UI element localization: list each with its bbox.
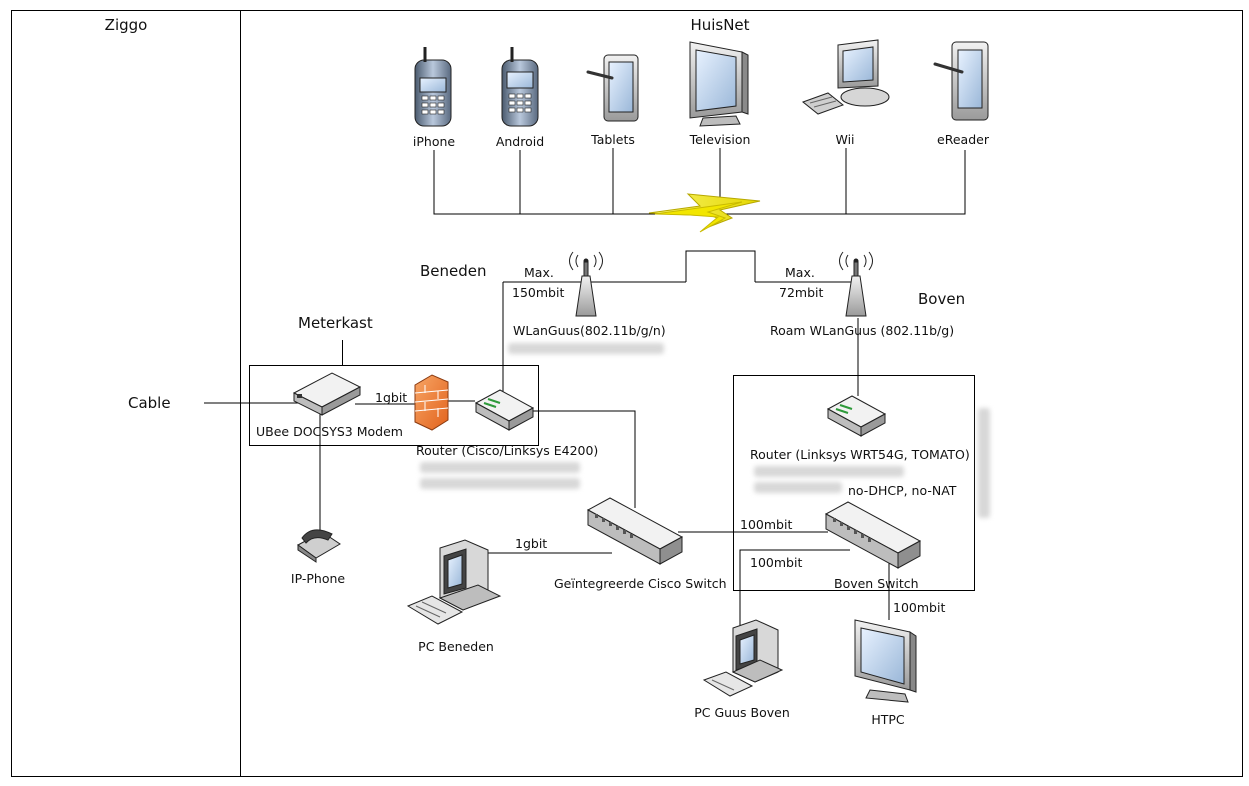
link-boven-htpc: 100mbit — [893, 600, 946, 615]
label-pc-beneden: PC Beneden — [418, 639, 494, 654]
huisnet-header: HuisNet — [690, 16, 750, 34]
label-television: Television — [689, 132, 751, 147]
label-tablets: Tablets — [591, 132, 635, 147]
wii-icon — [801, 39, 890, 115]
label-android: Android — [495, 134, 545, 149]
page-frame — [11, 10, 1243, 777]
label-ereader: eReader — [937, 132, 989, 147]
label-iphone: iPhone — [412, 134, 456, 149]
redacted-router-boven-2 — [754, 482, 842, 493]
link-ap-boven-max: Max. — [785, 265, 815, 280]
pc-beneden-icon — [406, 539, 502, 625]
router-boven-icon — [826, 395, 887, 437]
ereader-icon — [933, 41, 989, 121]
tablet-icon — [586, 54, 639, 122]
meterkast-box — [249, 365, 539, 446]
zone-meterkast: Meterkast — [298, 314, 373, 332]
iphone-icon — [414, 47, 452, 127]
modem-icon — [292, 372, 362, 416]
label-ip-phone: IP-Phone — [290, 571, 346, 586]
boven-box — [733, 375, 975, 591]
label-router-boven: Router (Linksys WRT54G, TOMATO) — [750, 447, 970, 462]
redacted-router-boven-3 — [978, 408, 990, 518]
label-ap-boven: Roam WLanGuus (802.11b/g) — [770, 323, 955, 338]
label-htpc: HTPC — [871, 712, 905, 727]
label-modem: UBee DOCSYS3 Modem — [256, 424, 403, 439]
redacted-router-boven-1 — [754, 466, 904, 477]
link-ap-beneden-max: Max. — [524, 265, 554, 280]
android-icon — [501, 47, 539, 127]
label-switch-main: Geïntegreerde Cisco Switch — [554, 576, 727, 591]
label-router-main: Router (Cisco/Linksys E4200) — [416, 443, 599, 458]
label-ap-beneden: WLanGuus(802.11b/g/n) — [513, 323, 666, 338]
link-ap-beneden-speed: 150mbit — [512, 285, 565, 300]
switch-main-icon — [586, 497, 684, 565]
pc-boven-icon — [702, 619, 784, 697]
zone-boven: Boven — [918, 290, 966, 308]
redacted-router-main-2 — [420, 478, 580, 489]
label-wii: Wii — [835, 132, 855, 147]
antenna-boven-icon — [839, 251, 873, 317]
link-modem-router: 1gbit — [375, 390, 408, 405]
link-switch-pc-beneden: 1gbit — [515, 536, 548, 551]
redacted-ap-beneden — [508, 343, 664, 354]
switch-boven-icon — [824, 501, 922, 569]
link-switch-to-boven: 100mbit — [740, 517, 793, 532]
antenna-beneden-icon — [569, 251, 603, 317]
redacted-router-main-1 — [420, 462, 580, 473]
label-router-boven-note: no-DHCP, no-NAT — [848, 483, 957, 498]
label-pc-boven: PC Guus Boven — [694, 705, 790, 720]
ziggo-header: Ziggo — [104, 16, 148, 34]
zone-beneden: Beneden — [420, 262, 487, 280]
zone-cable: Cable — [128, 394, 171, 412]
link-ap-boven-speed: 72mbit — [779, 285, 824, 300]
htpc-icon — [854, 619, 917, 703]
television-icon — [689, 41, 749, 127]
ip-phone-icon — [297, 529, 341, 563]
link-boven-pc: 100mbit — [750, 555, 803, 570]
label-switch-boven: Boven Switch — [834, 576, 919, 591]
router-main-icon — [474, 389, 535, 431]
firewall-icon — [414, 374, 449, 431]
